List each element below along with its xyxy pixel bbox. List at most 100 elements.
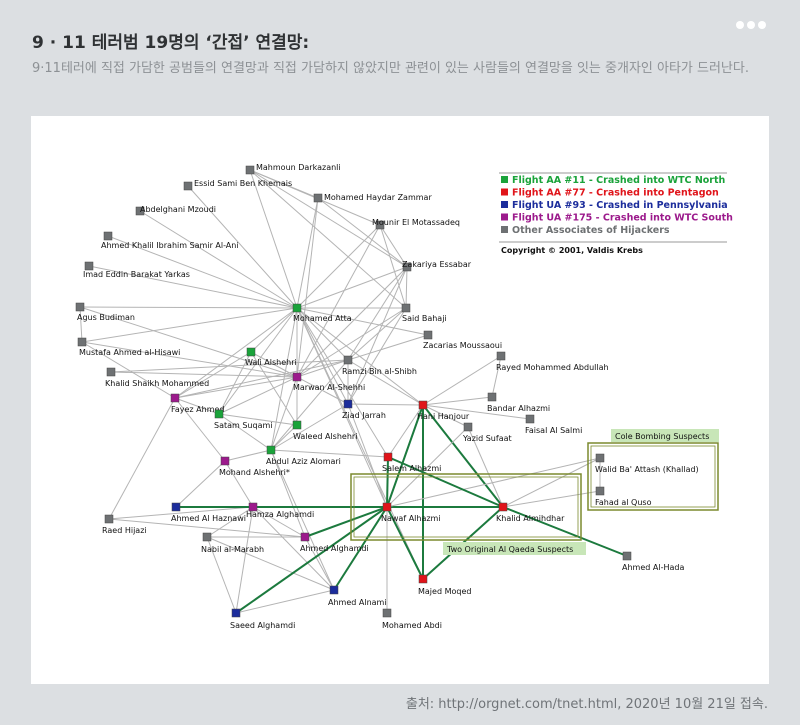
- node-label: Mohamed Atta: [293, 314, 352, 323]
- node-motassadeq[interactable]: Mounir El Motassadeq: [372, 218, 460, 230]
- edge-mihdhar-ahmedhada: [502, 506, 628, 557]
- node-label: Walid Ba' Attash (Khallad): [595, 465, 699, 474]
- node-khalidsheikh[interactable]: Khalid Shaikh Mohammed: [105, 367, 209, 388]
- edge-mohand-hamza: [224, 460, 254, 508]
- edge-hanjour-rayed: [422, 355, 502, 406]
- node-label: Mohamed Haydar Zammar: [324, 193, 432, 202]
- node-imad[interactable]: Imad Eddin Barakat Yarkas: [83, 261, 190, 279]
- edge-ramzi-moussaoui: [347, 334, 429, 361]
- node-jarrah[interactable]: Ziad Jarrah: [342, 399, 386, 420]
- node-ahmedhada[interactable]: Ahmed Al-Hada: [622, 551, 684, 572]
- edge-fayez-mohand: [174, 397, 226, 462]
- node-label: Faisal Al Salmi: [525, 426, 582, 435]
- edge-walisheh-waleed: [250, 351, 298, 426]
- node-agus[interactable]: Agus Budiman: [75, 302, 135, 322]
- node-nabil[interactable]: Nabil al-Marabh: [201, 532, 264, 554]
- edge-nawaf-majed: [386, 506, 424, 580]
- group-box-qaeda: Two Original Al Qaeda Suspects: [350, 473, 586, 555]
- node-faisal[interactable]: Faisal Al Salmi: [525, 414, 582, 435]
- edge-hanjour-nawaf: [386, 404, 424, 508]
- node-saeed[interactable]: Saeed Alghamdi: [230, 608, 295, 630]
- node-label: Khalid Almihdhar: [496, 514, 565, 523]
- edge-mzoudi-atta: [139, 210, 298, 309]
- group-label-qaeda: Two Original Al Qaeda Suspects: [446, 545, 573, 554]
- node-atta[interactable]: Mohamed Atta: [292, 303, 352, 323]
- node-mzoudi[interactable]: Abdelghani Mzoudi: [135, 205, 216, 216]
- node-fayez[interactable]: Fayez Ahmed: [170, 393, 225, 414]
- legend-swatch: [501, 201, 508, 208]
- edge-fayez-walisheh: [174, 351, 252, 399]
- edge-atta-fayez: [174, 307, 298, 399]
- node-moussaoui[interactable]: Zacarias Moussaoui: [423, 330, 502, 350]
- edge-hamza-raed: [108, 506, 254, 520]
- node-mihdhar[interactable]: Khalid Almihdhar: [496, 502, 565, 523]
- group-label-cole: Cole Bombing Suspects: [615, 432, 709, 441]
- edge-motassadeq-atta: [296, 224, 381, 309]
- node-raed[interactable]: Raed Hijazi: [102, 514, 147, 535]
- node-bandar[interactable]: Bandar Alhazmi: [487, 392, 550, 413]
- node-label: Ahmed Alghamdi: [300, 544, 369, 553]
- edge-bandar-rayed: [491, 355, 502, 398]
- node-label: Ziad Jarrah: [342, 411, 386, 420]
- edge-fayez-satam: [174, 397, 220, 415]
- legend-swatch: [501, 188, 508, 196]
- edge-mustafa-atta: [81, 307, 298, 343]
- node-label: Mohand Alshehri*: [219, 468, 290, 477]
- node-mahmoun[interactable]: Mahmoun Darkazanli: [245, 163, 341, 175]
- edge-omari-ahmedghamdi: [270, 449, 306, 538]
- edge-omari-alnami: [270, 449, 335, 591]
- edge-alnami-saeed: [235, 589, 335, 614]
- node-omari[interactable]: Abdul Aziz Alomari: [266, 445, 341, 466]
- edge-bahaji-jarrah: [347, 307, 407, 405]
- node-hanjour[interactable]: Hani Hanjour: [417, 400, 470, 421]
- edge-hamza-nabil: [206, 506, 254, 538]
- node-ahmedkhalil[interactable]: Ahmed Khalil Ibrahim Samir Al-Ani: [101, 231, 239, 250]
- node-label: Ahmed Al Haznawi: [171, 514, 246, 523]
- edge-hamza-alnami: [252, 506, 335, 591]
- node-fahad[interactable]: Fahad al Quso: [595, 486, 652, 507]
- node-label: Ramzi Bin al-Shibh: [342, 367, 417, 376]
- node-mustafa[interactable]: Mustafa Ahmed al-Hisawi: [77, 337, 180, 357]
- edge-ahmedkhalil-atta: [107, 235, 298, 309]
- node-waleed[interactable]: Waleed Alshehri: [292, 420, 357, 441]
- node-majed[interactable]: Majed Moqed: [418, 574, 471, 596]
- node-satam[interactable]: Satam Suqami: [214, 409, 273, 430]
- edge-raed-ahmedghamdi: [108, 518, 306, 538]
- node-nawaf[interactable]: Nawaf Alhazmi: [381, 502, 441, 523]
- more-options-icon[interactable]: [736, 21, 766, 29]
- node-salem[interactable]: Salem Alhazmi: [382, 452, 441, 473]
- node-mohand[interactable]: Mohand Alshehri*: [219, 456, 290, 477]
- edge-hanjour-mihdhar: [422, 404, 504, 508]
- node-label: Ahmed Khalil Ibrahim Samir Al-Ani: [101, 241, 239, 250]
- edge-motassadeq-marwan: [296, 224, 381, 378]
- edge-marwan-omari: [270, 376, 298, 451]
- node-zakariya[interactable]: Zakariya Essabar: [402, 260, 472, 272]
- edge-zakariya-bahaji: [405, 266, 408, 309]
- node-abdi[interactable]: Mohamed Abdi: [382, 608, 442, 630]
- edge-alnami-nawaf: [333, 506, 388, 591]
- node-essid[interactable]: Essid Sami Ben Khemais: [183, 179, 292, 191]
- edge-nawaf-yazid: [386, 426, 469, 508]
- node-walisheh[interactable]: Wali Alshehri: [245, 347, 297, 367]
- node-label: Zakariya Essabar: [402, 260, 472, 269]
- node-walid[interactable]: Walid Ba' Attash (Khallad): [595, 453, 699, 474]
- node-hamza[interactable]: Hamza Alghamdi: [246, 502, 314, 519]
- edge-jarrah-hanjour: [347, 403, 424, 406]
- node-bahaji[interactable]: Said Bahaji: [401, 303, 447, 323]
- node-haydar[interactable]: Mohamed Haydar Zammar: [313, 193, 432, 203]
- node-haznawi[interactable]: Ahmed Al Haznawi: [171, 502, 246, 523]
- node-ahmedghamdi[interactable]: Ahmed Alghamdi: [300, 532, 369, 553]
- node-marwan[interactable]: Marwan Al-Shehhi: [292, 372, 365, 392]
- node-yazid[interactable]: Yazid Sufaat: [462, 422, 512, 443]
- legend-copyright: Copyright © 2001, Valdis Krebs: [501, 246, 643, 255]
- edge-ramzi-hanjour: [347, 359, 424, 406]
- edge-mihdhar-fahad: [502, 490, 601, 508]
- edge-zakariya-atta: [296, 266, 408, 309]
- node-alnami[interactable]: Ahmed Alnami: [328, 585, 387, 607]
- node-ramzi[interactable]: Ramzi Bin al-Shibh: [342, 355, 417, 376]
- node-label: Raed Hijazi: [102, 526, 147, 535]
- node-label: Bandar Alhazmi: [487, 404, 550, 413]
- node-rayed[interactable]: Rayed Mohammed Abdullah: [496, 351, 609, 372]
- node-label: Said Bahaji: [402, 314, 447, 323]
